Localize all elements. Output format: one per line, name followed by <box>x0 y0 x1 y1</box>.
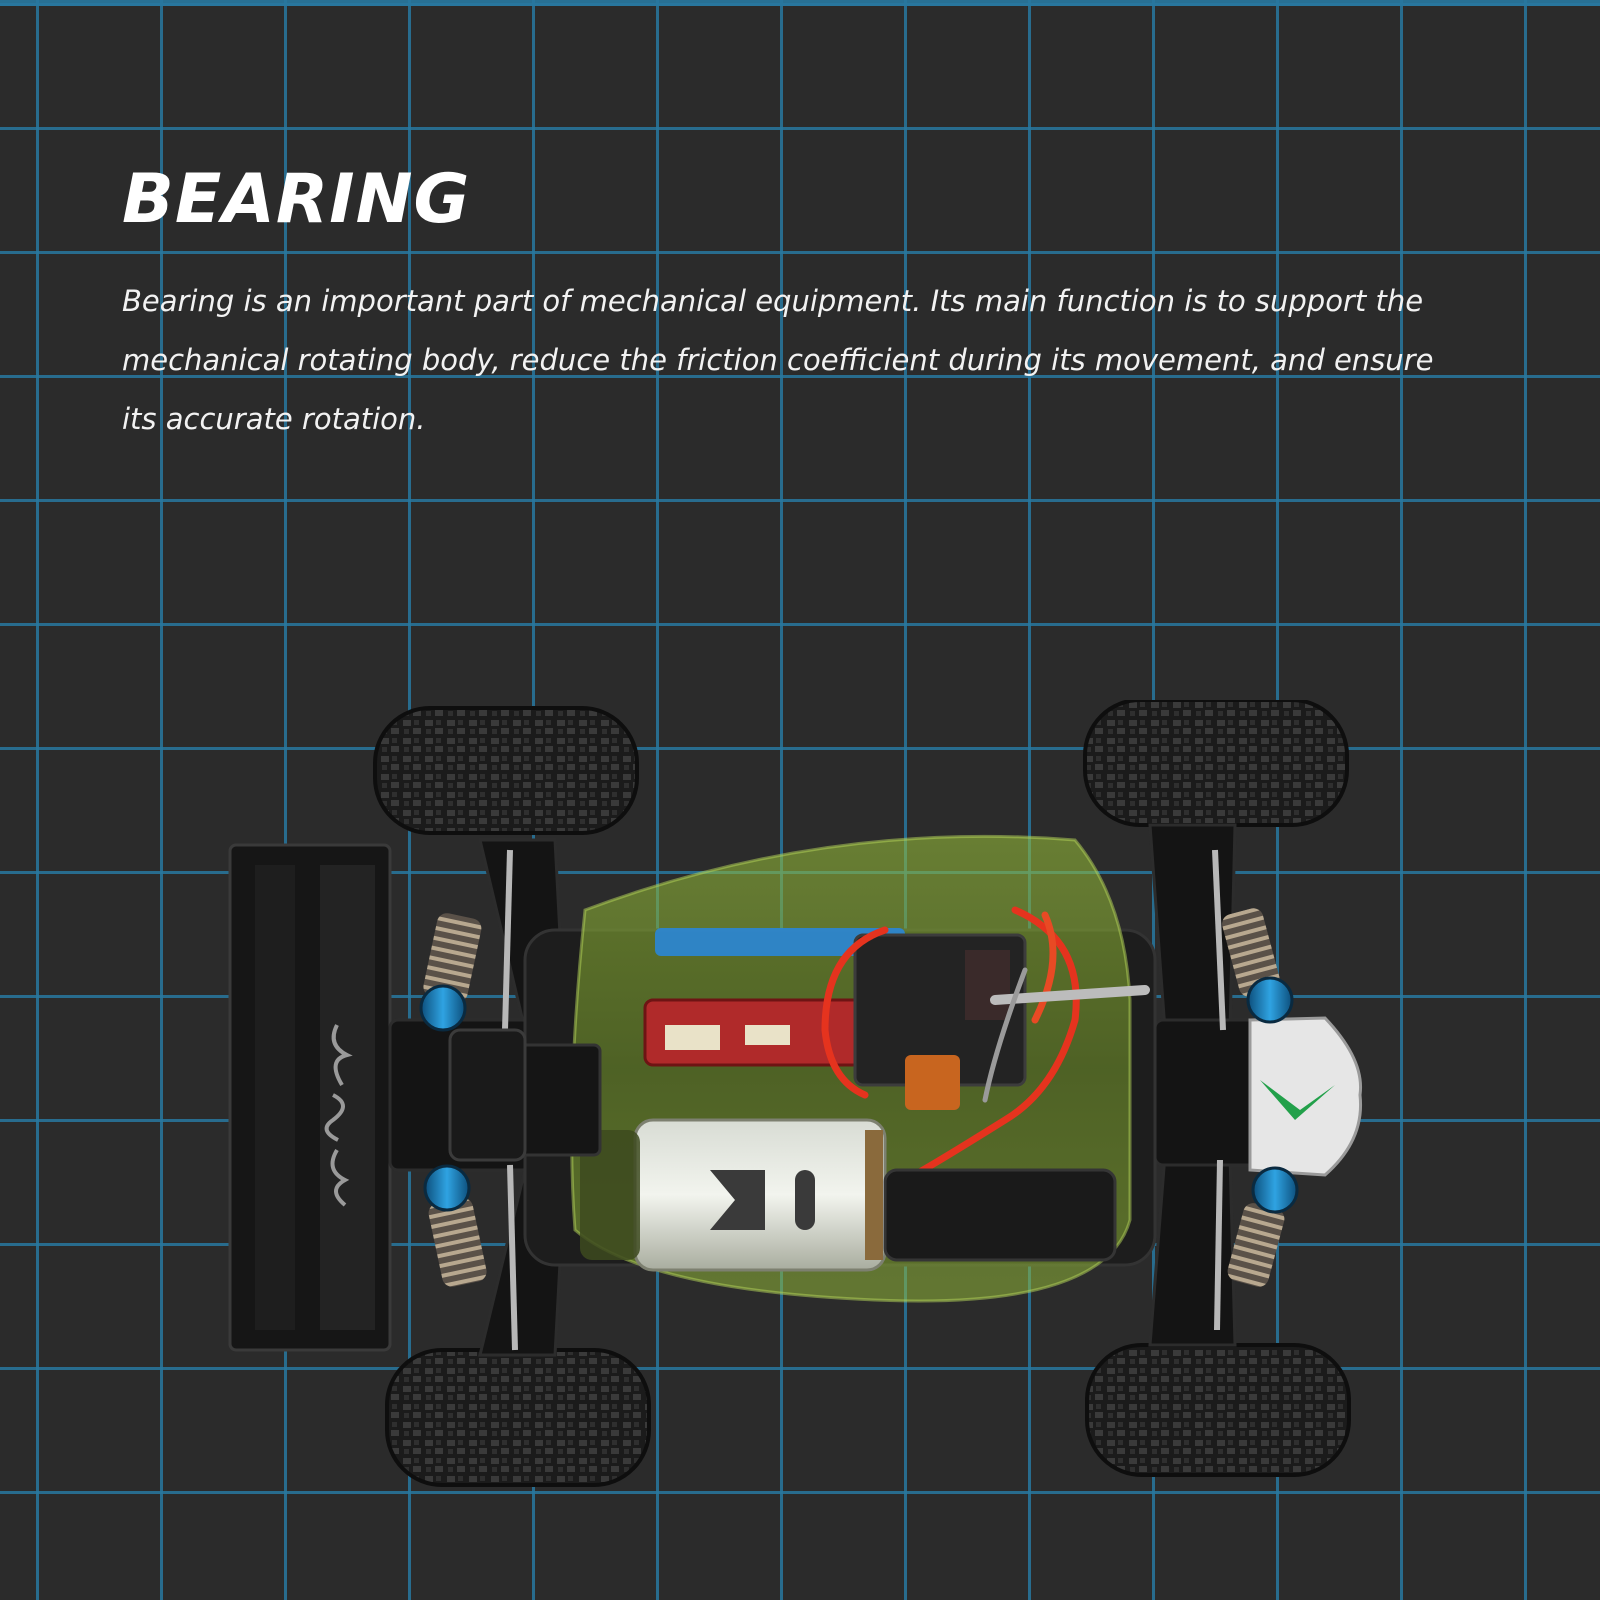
motor-icon <box>580 1118 887 1272</box>
wheel-icon <box>1083 700 1351 1477</box>
feature-description: Bearing is an important part of mechanic… <box>122 284 1434 436</box>
rear-wing-icon <box>228 843 392 1352</box>
front-bumper-icon <box>1248 1016 1363 1177</box>
top-border <box>0 0 1600 6</box>
battery-pack-icon <box>643 928 905 1067</box>
feature-heading: BEARING <box>122 160 471 239</box>
wheel-icon <box>373 706 651 1487</box>
shock-absorber-icon <box>419 908 1299 1287</box>
rc-car-illustration <box>228 700 1363 1487</box>
